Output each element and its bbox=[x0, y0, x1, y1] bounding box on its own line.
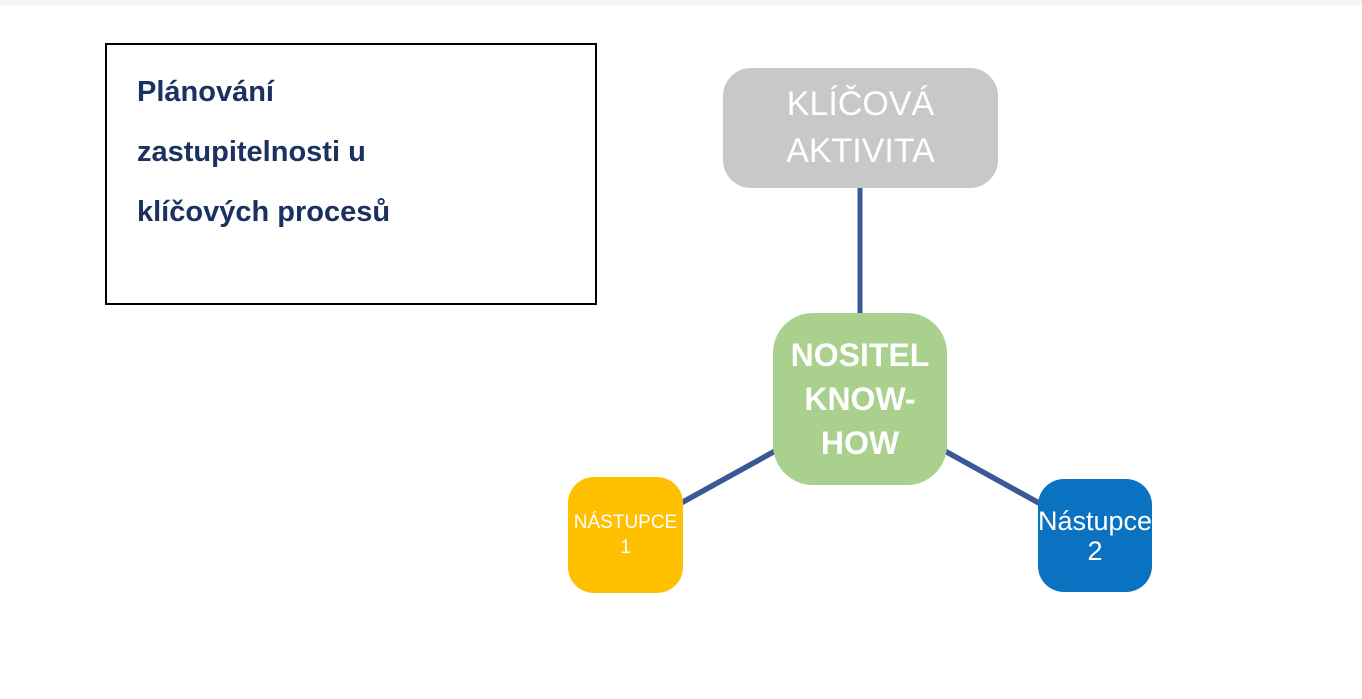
connector-knowhow-to-successor2 bbox=[932, 442, 1050, 511]
node-successor-1-label-line: 1 bbox=[620, 537, 631, 558]
node-successor-2-label-line: 2 bbox=[1087, 535, 1103, 566]
node-key-activity-label-line: KLÍČOVÁ bbox=[786, 85, 935, 123]
node-successor-1: NÁSTUPCE 1 bbox=[568, 477, 683, 593]
node-knowhow-carrier: NOSITEL KNOW- HOW bbox=[773, 313, 947, 485]
node-key-activity: KLÍČOVÁ AKTIVITA bbox=[723, 68, 998, 188]
slide-title-box: Plánování zastupitelnosti u klíčových pr… bbox=[105, 43, 597, 305]
slide-title-line: klíčových procesů bbox=[137, 196, 391, 228]
node-knowhow-label-line: KNOW- bbox=[804, 381, 916, 417]
connector-knowhow-to-successor1 bbox=[670, 442, 788, 511]
node-successor-1-label-line: NÁSTUPCE bbox=[573, 512, 678, 533]
node-successor-2: Nástupce 2 bbox=[1038, 479, 1152, 592]
node-knowhow-label-line: HOW bbox=[820, 425, 900, 461]
top-edge-strip bbox=[0, 0, 1362, 5]
node-successor-2-label-line: Nástupce bbox=[1037, 505, 1153, 536]
slide-title-line: zastupitelnosti u bbox=[137, 136, 366, 168]
node-key-activity-label-line: AKTIVITA bbox=[786, 132, 935, 170]
node-knowhow-label-line: NOSITEL bbox=[790, 337, 930, 373]
slide-title-line: Plánování bbox=[137, 76, 274, 108]
